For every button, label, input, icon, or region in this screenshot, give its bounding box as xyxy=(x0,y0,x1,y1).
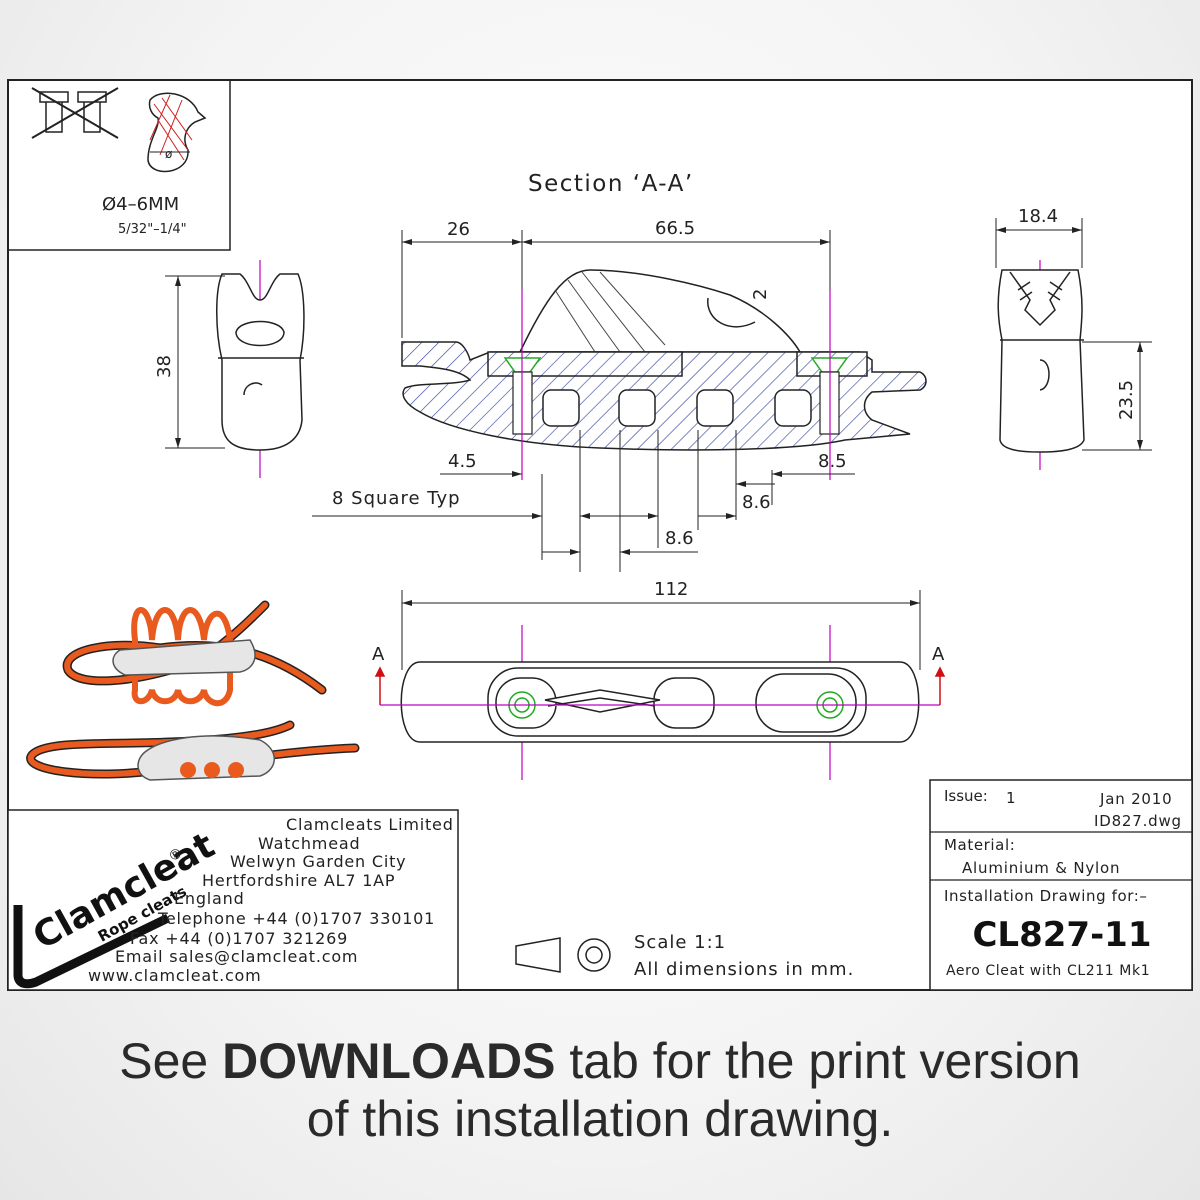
dim-26: 26 xyxy=(447,219,470,240)
material-label: Material: xyxy=(944,836,1015,854)
projection-cone-icon xyxy=(515,937,561,973)
section-mark-left: A xyxy=(372,644,385,665)
section-title: Section ‘A-A’ xyxy=(528,171,694,197)
issue-value: 1 xyxy=(1006,789,1016,807)
dim-18-4: 18.4 xyxy=(1018,206,1058,227)
company-country: England xyxy=(174,889,245,908)
dim-66-5: 66.5 xyxy=(655,218,695,239)
scale-label: Scale 1:1 xyxy=(634,932,726,953)
dim-square-typ: 8 Square Typ xyxy=(332,488,461,509)
dim-112: 112 xyxy=(654,579,688,600)
company-fax: Fax +44 (0)1707 321269 xyxy=(130,929,348,948)
dim-8-6-left: 8.6 xyxy=(665,528,694,549)
rope-diameter-inch-label: 5/32"–1/4" xyxy=(118,222,187,237)
company-telephone: Telephone +44 (0)1707 330101 xyxy=(157,909,435,928)
right-dims xyxy=(995,218,1152,451)
file-name: ID827.dwg xyxy=(1094,812,1182,830)
dim-8-5: 8.5 xyxy=(818,451,847,472)
cleat-fin xyxy=(518,269,802,353)
part-description: Aero Cleat with CL211 Mk1 xyxy=(946,963,1150,979)
section-arrows xyxy=(374,666,946,706)
caption-post: tab for the print version xyxy=(555,1033,1081,1089)
rope-diameter-label: Ø4–6MM xyxy=(102,194,179,215)
right-end-view xyxy=(997,269,1085,453)
lower-dimensions xyxy=(312,430,855,572)
title-block: Issue: 1 Jan 2010 ID827.dwg Material: Al… xyxy=(929,779,1193,991)
dim-38-lines xyxy=(165,275,225,449)
issue-date: Jan 2010 xyxy=(1099,790,1172,808)
company-street: Watchmead xyxy=(258,834,360,853)
dim-38: 38 xyxy=(154,355,175,378)
company-name: Clamcleats Limited xyxy=(286,815,454,834)
rope-section-icon: ø xyxy=(147,92,207,173)
logo-hook-icon xyxy=(13,905,170,989)
logo-registered: ® xyxy=(166,845,186,866)
square-holes xyxy=(542,389,812,427)
dim-4-5: 4.5 xyxy=(448,451,477,472)
units-label: All dimensions in mm. xyxy=(634,959,854,980)
section-mark-right: A xyxy=(932,644,945,665)
svg-text:ø: ø xyxy=(165,147,172,161)
installation-label: Installation Drawing for:– xyxy=(944,887,1148,905)
company-email: Email sales@clamcleat.com xyxy=(115,947,358,966)
caption-line-2: of this installation drawing. xyxy=(306,1091,894,1147)
caption-downloads: DOWNLOADS xyxy=(222,1033,556,1089)
dim-8-6-right: 8.6 xyxy=(742,492,771,513)
rope-illustration-bottom xyxy=(26,720,360,781)
rope-size-box: ø Ø4–6MM 5/32"–1/4" xyxy=(7,79,231,251)
part-number: CL827-11 xyxy=(972,915,1151,955)
company-county: Hertfordshire AL7 1AP xyxy=(202,871,395,890)
issue-label: Issue: xyxy=(944,787,988,805)
downloads-caption: See DOWNLOADS tab for the print version … xyxy=(0,1032,1200,1148)
caption-pre: See xyxy=(119,1033,223,1089)
rope-illustration-top xyxy=(62,600,327,707)
company-town: Welwyn Garden City xyxy=(230,852,406,871)
dim-112-lines xyxy=(401,590,921,670)
left-end-view xyxy=(216,273,305,451)
material-value: Aluminium & Nylon xyxy=(962,859,1120,877)
dim-23-5: 23.5 xyxy=(1116,380,1137,420)
company-block: Clamcleat Rope cleats ® Clamcleats Limit… xyxy=(7,809,459,991)
no-screw-icon xyxy=(31,87,119,139)
dim-2: 2 xyxy=(750,289,771,300)
caption-line-1: See DOWNLOADS tab for the print version xyxy=(0,1032,1200,1090)
company-website: www.clamcleat.com xyxy=(88,966,262,985)
plan-view xyxy=(400,661,920,743)
scale-block: Scale 1:1 All dimensions in mm. xyxy=(515,932,854,980)
